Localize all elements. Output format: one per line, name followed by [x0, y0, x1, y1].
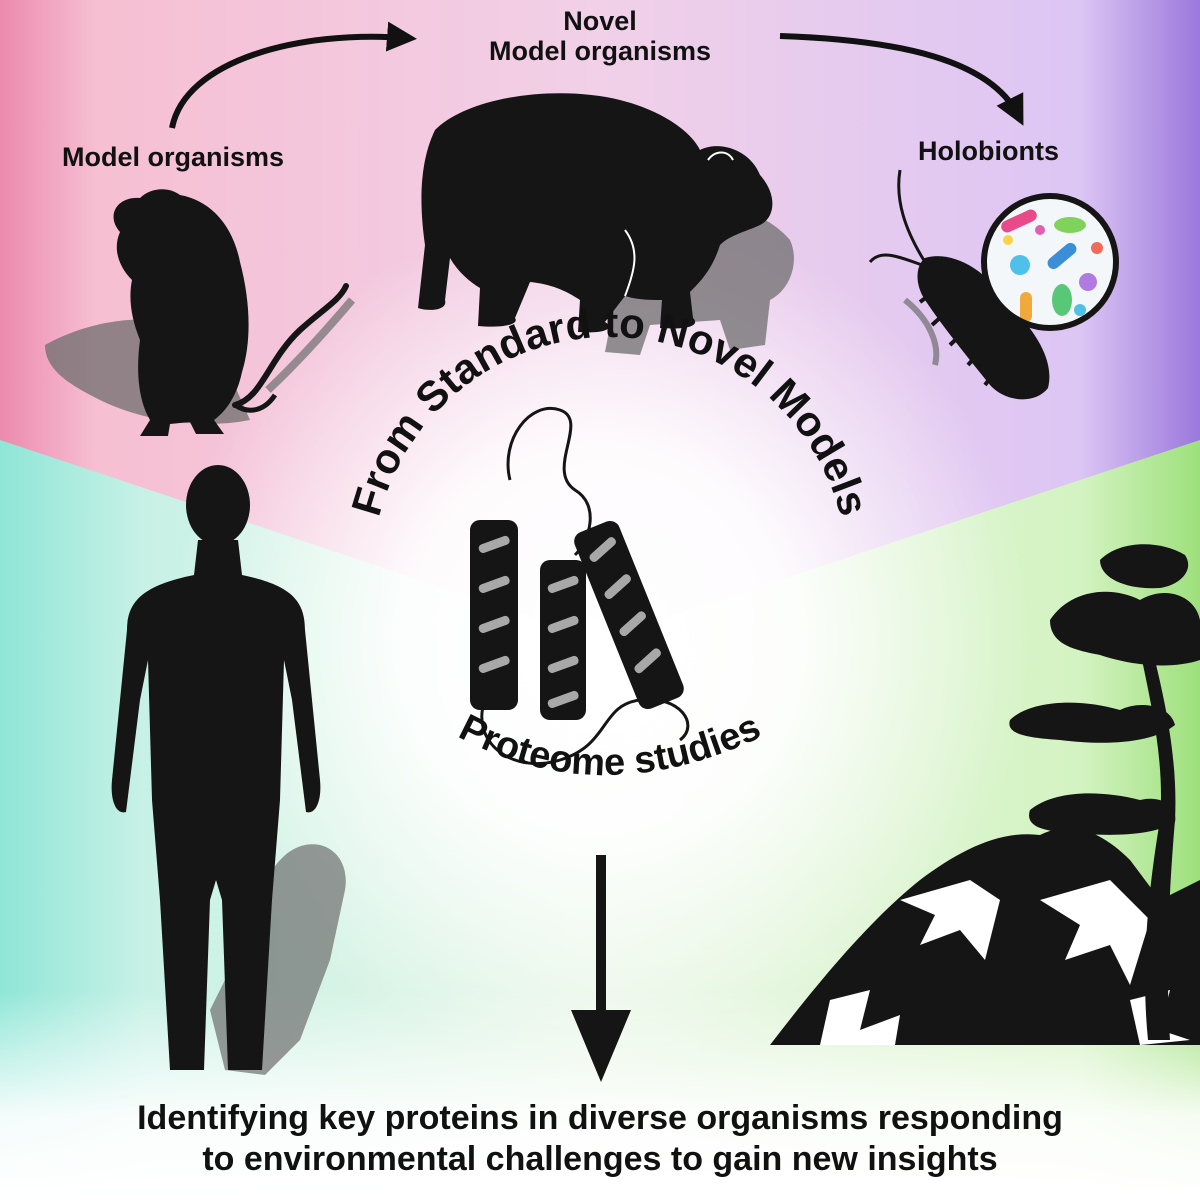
mountain-icon	[770, 828, 1200, 1045]
novel-line-1: Novel	[563, 6, 637, 36]
arrow-novel-to-holobionts	[779, 33, 1024, 126]
holobionts-label: Holobionts	[918, 136, 1059, 166]
caption-line-1: Identifying key proteins in diverse orga…	[137, 1099, 1063, 1137]
novel-line-2: Model organisms	[488, 36, 712, 67]
center-glow	[170, 210, 1030, 1070]
microbe-lens-icon	[981, 193, 1119, 331]
mouse-icon	[45, 189, 356, 436]
protein-helix-icon	[470, 407, 690, 766]
model-organisms-label: Model organisms	[62, 142, 285, 172]
human-icon	[111, 465, 346, 1075]
shrimp-icon	[868, 169, 1050, 400]
down-arrow	[571, 855, 631, 1082]
novel-model-organisms-label: Novel Model organisms	[430, 6, 770, 66]
tree-icon	[1009, 544, 1200, 1040]
caption: Identifying key proteins in diverse orga…	[20, 1098, 1180, 1180]
bear-icon	[418, 93, 794, 355]
arrow-model-to-novel	[169, 21, 417, 129]
caption-line-2: to environmental challenges to gain new …	[202, 1139, 998, 1178]
